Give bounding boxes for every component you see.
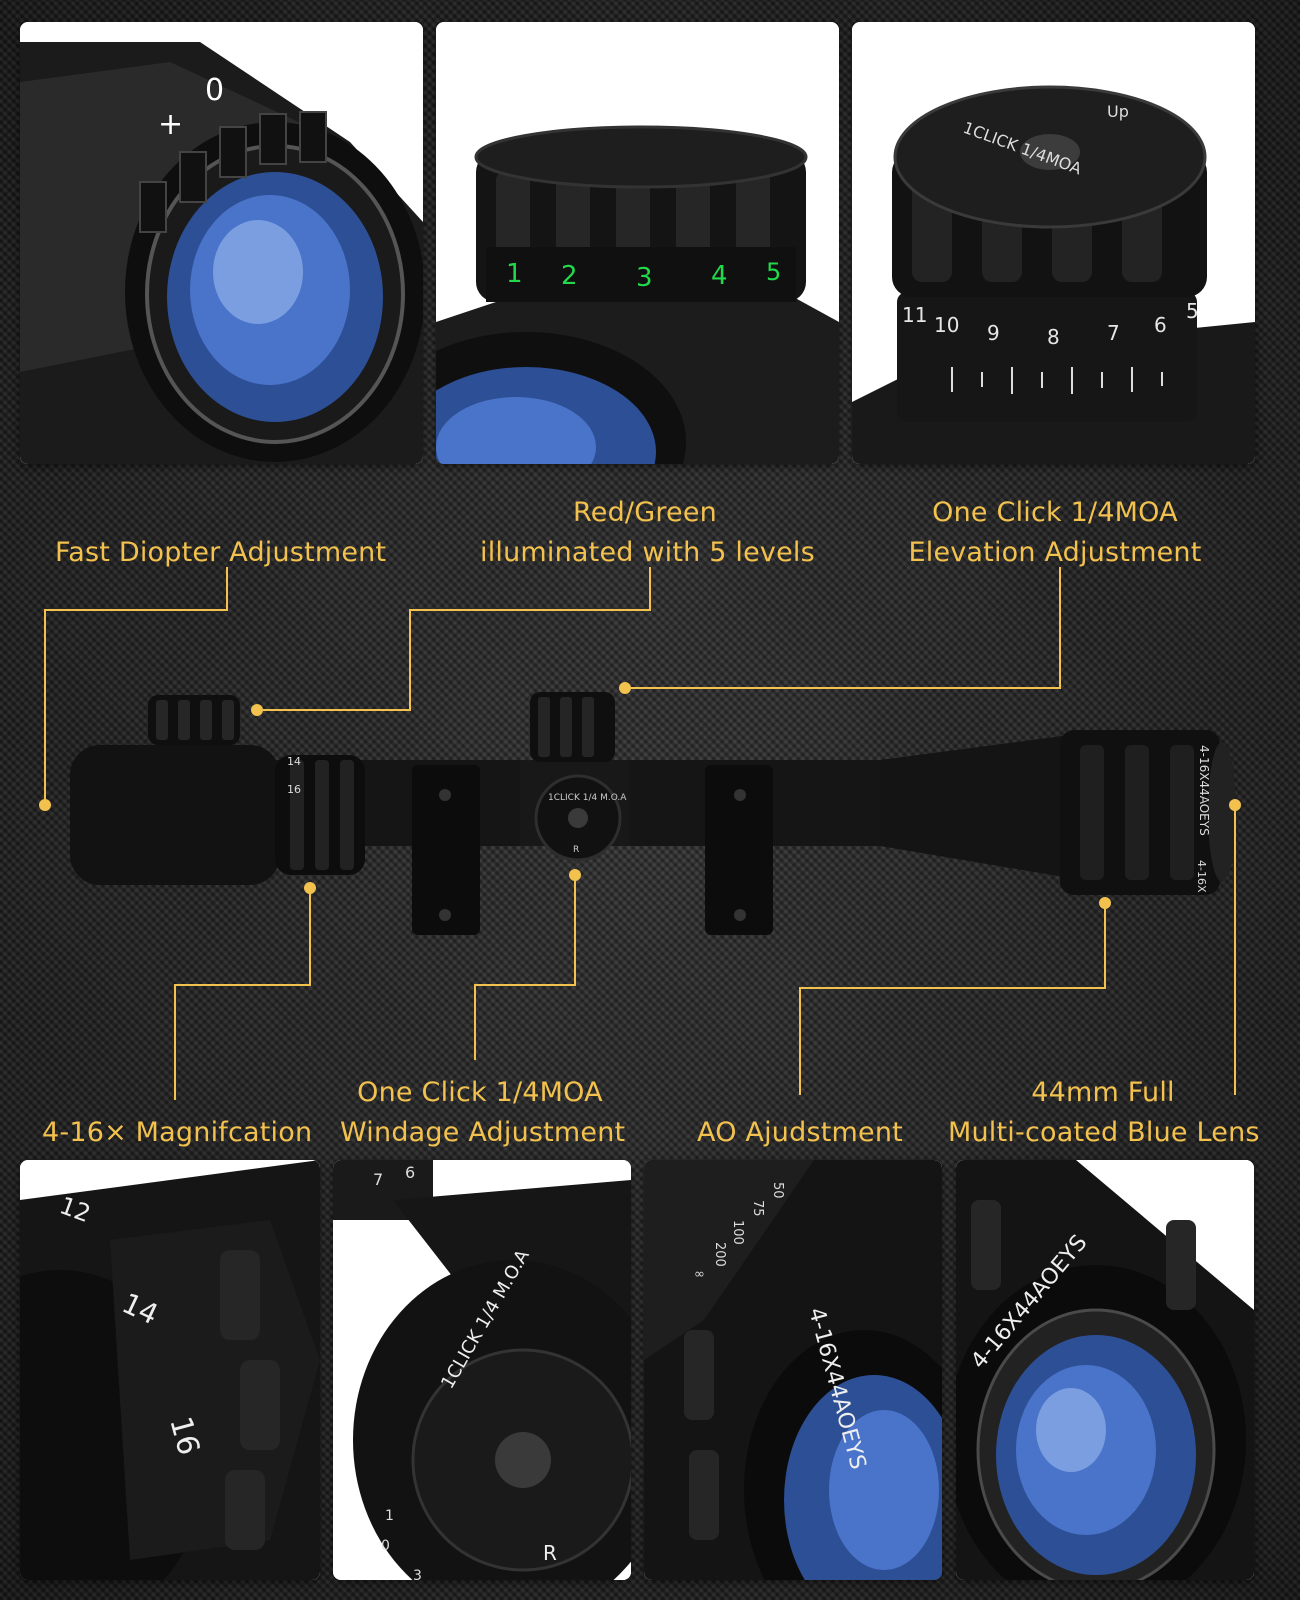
diopter-minus-mark: – (252, 53, 267, 88)
callout-windage: One Click 1/4MOA Windage Adjustment (340, 1073, 626, 1153)
callout-ao-text: AO Ajudstment (697, 1117, 903, 1148)
illum-level-5: 5 (766, 258, 781, 286)
ao-distance-100: 100 (730, 1220, 745, 1245)
lens-detail-photo: 4-16X44AOEYS (956, 1160, 1254, 1580)
windage-cap-r: R (543, 1541, 557, 1565)
callout-windage-line2: Windage Adjustment (340, 1117, 626, 1148)
illumination-detail-illustration: 1 2 3 4 5 (436, 22, 839, 464)
elev-number-10: 10 (934, 313, 959, 337)
callout-windage-line1: One Click 1/4MOA (357, 1077, 603, 1108)
elev-number-7: 7 (1107, 321, 1120, 345)
callout-illumination-line1: Red/Green (573, 497, 717, 528)
elev-number-8: 8 (1047, 325, 1060, 349)
callout-elevation-line1: One Click 1/4MOA (932, 497, 1178, 528)
windage-side-7: 7 (373, 1170, 383, 1189)
ao-detail-photo: 50 75 100 200 ∞ 4-16X44AOEYS (644, 1160, 942, 1580)
callout-illumination-line2: illuminated with 5 levels (480, 537, 815, 568)
ao-distance-infinity: ∞ (694, 1267, 705, 1282)
callout-magnification: 4-16× Magnifcation (42, 1113, 312, 1153)
diopter-plus-mark: + (158, 107, 183, 142)
magnification-detail-illustration: 12 14 16 (20, 1160, 320, 1580)
lens-detail-illustration: 4-16X44AOEYS (956, 1160, 1254, 1580)
illum-level-4: 4 (711, 261, 728, 291)
elev-cap-up: Up (1107, 102, 1129, 121)
callout-illumination: Red/Green illuminated with 5 levels (480, 493, 815, 573)
diopter-detail-illustration: + 0 – (20, 22, 423, 464)
callout-leader-lines (44, 567, 1236, 1100)
illum-level-1: 1 (506, 259, 523, 289)
elev-number-9: 9 (987, 321, 1000, 345)
callout-lens-line1: 44mm Full (1031, 1077, 1175, 1108)
callout-lens-line2: Multi-coated Blue Lens (948, 1117, 1260, 1148)
scope-model-short: 4-16X (1195, 860, 1208, 893)
diopter-detail-photo: + 0 – (20, 22, 423, 464)
scope-mag-16: 16 (287, 783, 301, 796)
ao-detail-illustration: 50 75 100 200 ∞ 4-16X44AOEYS (644, 1160, 942, 1580)
elevation-detail-illustration: 1CLICK 1/4MOA Up 11 10 9 8 7 6 5 (852, 22, 1255, 464)
ao-distance-50: 50 (770, 1182, 785, 1199)
callout-anchor-dots (39, 682, 1241, 909)
windage-scale-3: 3 (413, 1568, 422, 1580)
illumination-detail-photo: 1 2 3 4 5 (436, 22, 839, 464)
illum-level-2: 2 (561, 261, 578, 291)
callout-magnification-text: 4-16× Magnifcation (42, 1117, 313, 1148)
scope-body: 1CLICK 1/4 M.O.A R 14 16 4-16X44AOEYS 4-… (70, 692, 1236, 935)
ao-distance-75: 75 (750, 1200, 765, 1217)
callout-diopter: Fast Diopter Adjustment (55, 533, 386, 573)
callout-ao: AO Ajudstment (697, 1113, 903, 1153)
windage-detail-photo: 7 6 1CLICK 1/4 M.O.A R 3 2 1 0 (333, 1160, 631, 1580)
scope-mag-14: 14 (287, 755, 301, 768)
elev-number-5: 5 (1186, 299, 1199, 323)
windage-side-6: 6 (405, 1163, 415, 1182)
windage-scale-1: 1 (385, 1508, 394, 1524)
elevation-detail-photo: 1CLICK 1/4MOA Up 11 10 9 8 7 6 5 (852, 22, 1255, 464)
windage-scale-0: 0 (381, 1538, 390, 1554)
callout-lens: 44mm Full Multi-coated Blue Lens (948, 1073, 1260, 1153)
elev-number-6: 6 (1154, 313, 1167, 337)
scope-model-marking: 4-16X44AOEYS (1197, 745, 1211, 836)
illum-level-3: 3 (636, 263, 653, 293)
scope-windage-cap-r: R (573, 845, 579, 855)
magnification-detail-photo: 12 14 16 (20, 1160, 320, 1580)
diopter-zero-mark: 0 (205, 73, 224, 108)
callout-elevation: One Click 1/4MOA Elevation Adjustment (905, 493, 1205, 573)
scope-windage-cap-text: 1CLICK 1/4 M.O.A (548, 793, 627, 803)
elev-number-11: 11 (902, 303, 927, 327)
windage-detail-illustration: 7 6 1CLICK 1/4 M.O.A R 3 2 1 0 (333, 1160, 631, 1580)
ao-distance-200: 200 (712, 1242, 727, 1267)
callout-diopter-text: Fast Diopter Adjustment (55, 537, 387, 568)
callout-elevation-line2: Elevation Adjustment (908, 537, 1202, 568)
